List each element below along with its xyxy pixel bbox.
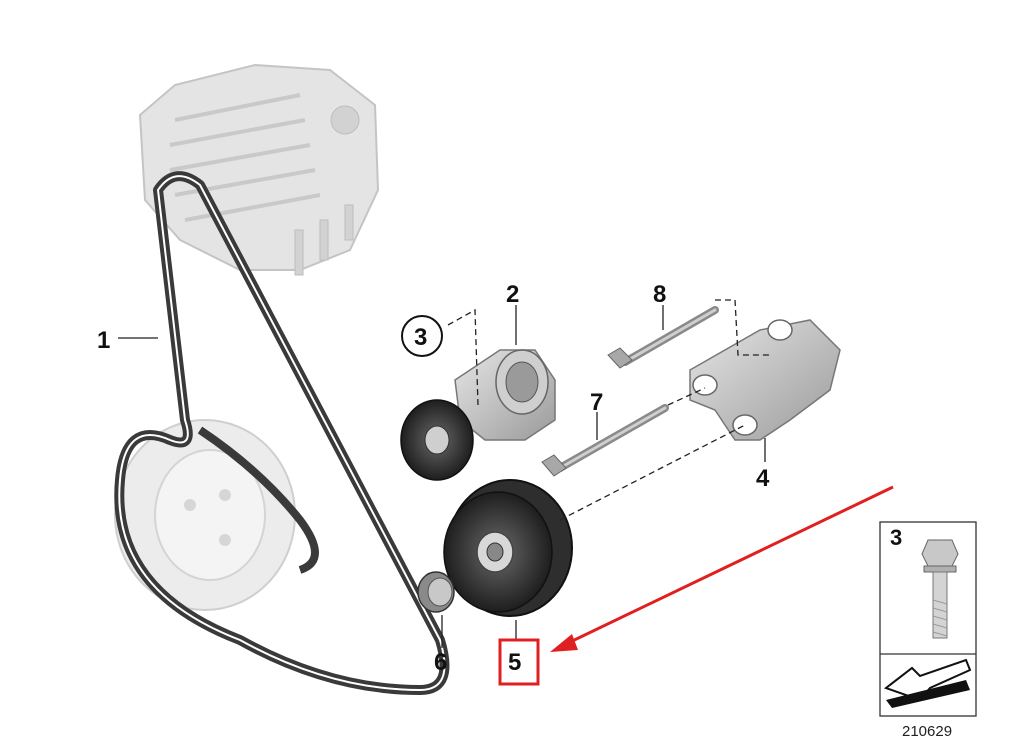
belt-tensioner	[400, 349, 556, 481]
label-part-3: 3	[414, 324, 427, 351]
bolt-icon	[921, 539, 959, 639]
dust-cap	[417, 571, 455, 613]
label-part-3-circled: 3	[401, 315, 443, 357]
label-part-2: 2	[506, 281, 519, 308]
label-part-1: 1	[97, 327, 110, 354]
inset-panel: 3	[879, 521, 977, 717]
tensioner-bracket	[689, 319, 841, 441]
assembly-guide-lines	[447, 299, 770, 521]
label-part-4: 4	[756, 465, 770, 492]
label-part-8: 8	[653, 281, 666, 308]
highlight-annotation	[498, 485, 894, 686]
highlight-box	[498, 638, 540, 686]
highlight-arrow	[565, 485, 894, 646]
reference-arrow-icon	[883, 658, 972, 708]
leader-lines	[118, 305, 766, 648]
arrow-head-icon	[550, 634, 578, 652]
catalog-number: 210629	[902, 723, 952, 740]
idler-pulley	[443, 479, 573, 617]
crank-pulley-illustration	[114, 419, 296, 611]
inset-part-number: 3	[890, 525, 902, 550]
label-part-7: 7	[590, 389, 603, 416]
label-part-5: 5	[508, 649, 521, 676]
upper-bolt	[607, 306, 719, 369]
alternator-illustration	[138, 63, 380, 276]
label-part-6: 6	[434, 649, 447, 676]
long-bolt	[541, 404, 669, 477]
